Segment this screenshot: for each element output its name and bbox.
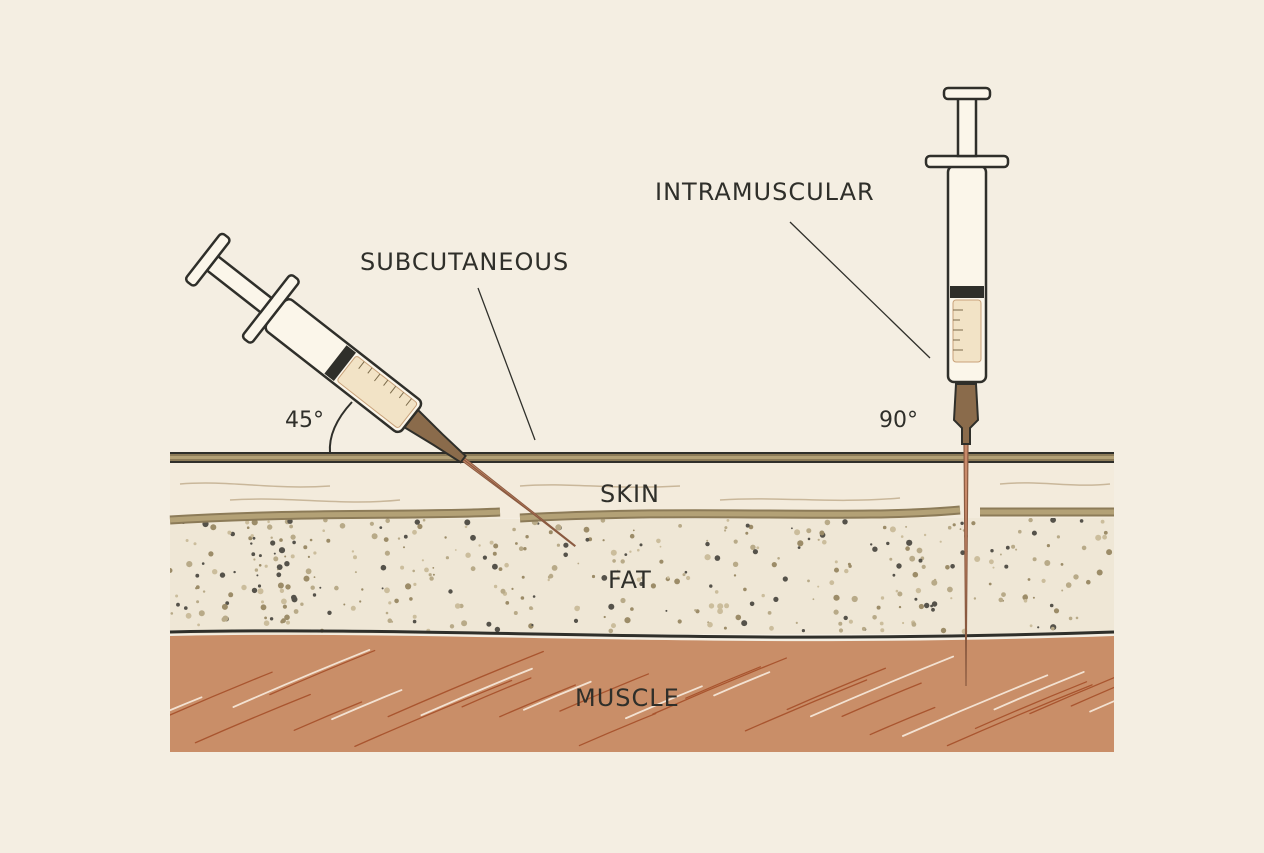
angle-90-label: 90°: [879, 408, 918, 433]
intramuscular-leader-line: [789, 221, 931, 359]
skin-label: SKIN: [600, 480, 660, 508]
subcutaneous-leader-line: [477, 287, 536, 441]
skin-layer: [169, 452, 1114, 525]
muscle-label: MUSCLE: [575, 684, 680, 712]
fat-label: FAT: [608, 566, 652, 594]
intramuscular-syringe: [924, 86, 1010, 687]
muscle-layer: [170, 634, 1114, 752]
angle-arc-45: [328, 401, 353, 454]
muscle-fibers: [170, 640, 1114, 747]
intramuscular-label: INTRAMUSCULAR: [655, 178, 875, 206]
fat-layer: [169, 510, 1115, 639]
angle-45-label: 45°: [285, 408, 324, 433]
subcutaneous-label: SUBCUTANEOUS: [360, 248, 569, 276]
subcutaneous-syringe: [170, 232, 576, 548]
